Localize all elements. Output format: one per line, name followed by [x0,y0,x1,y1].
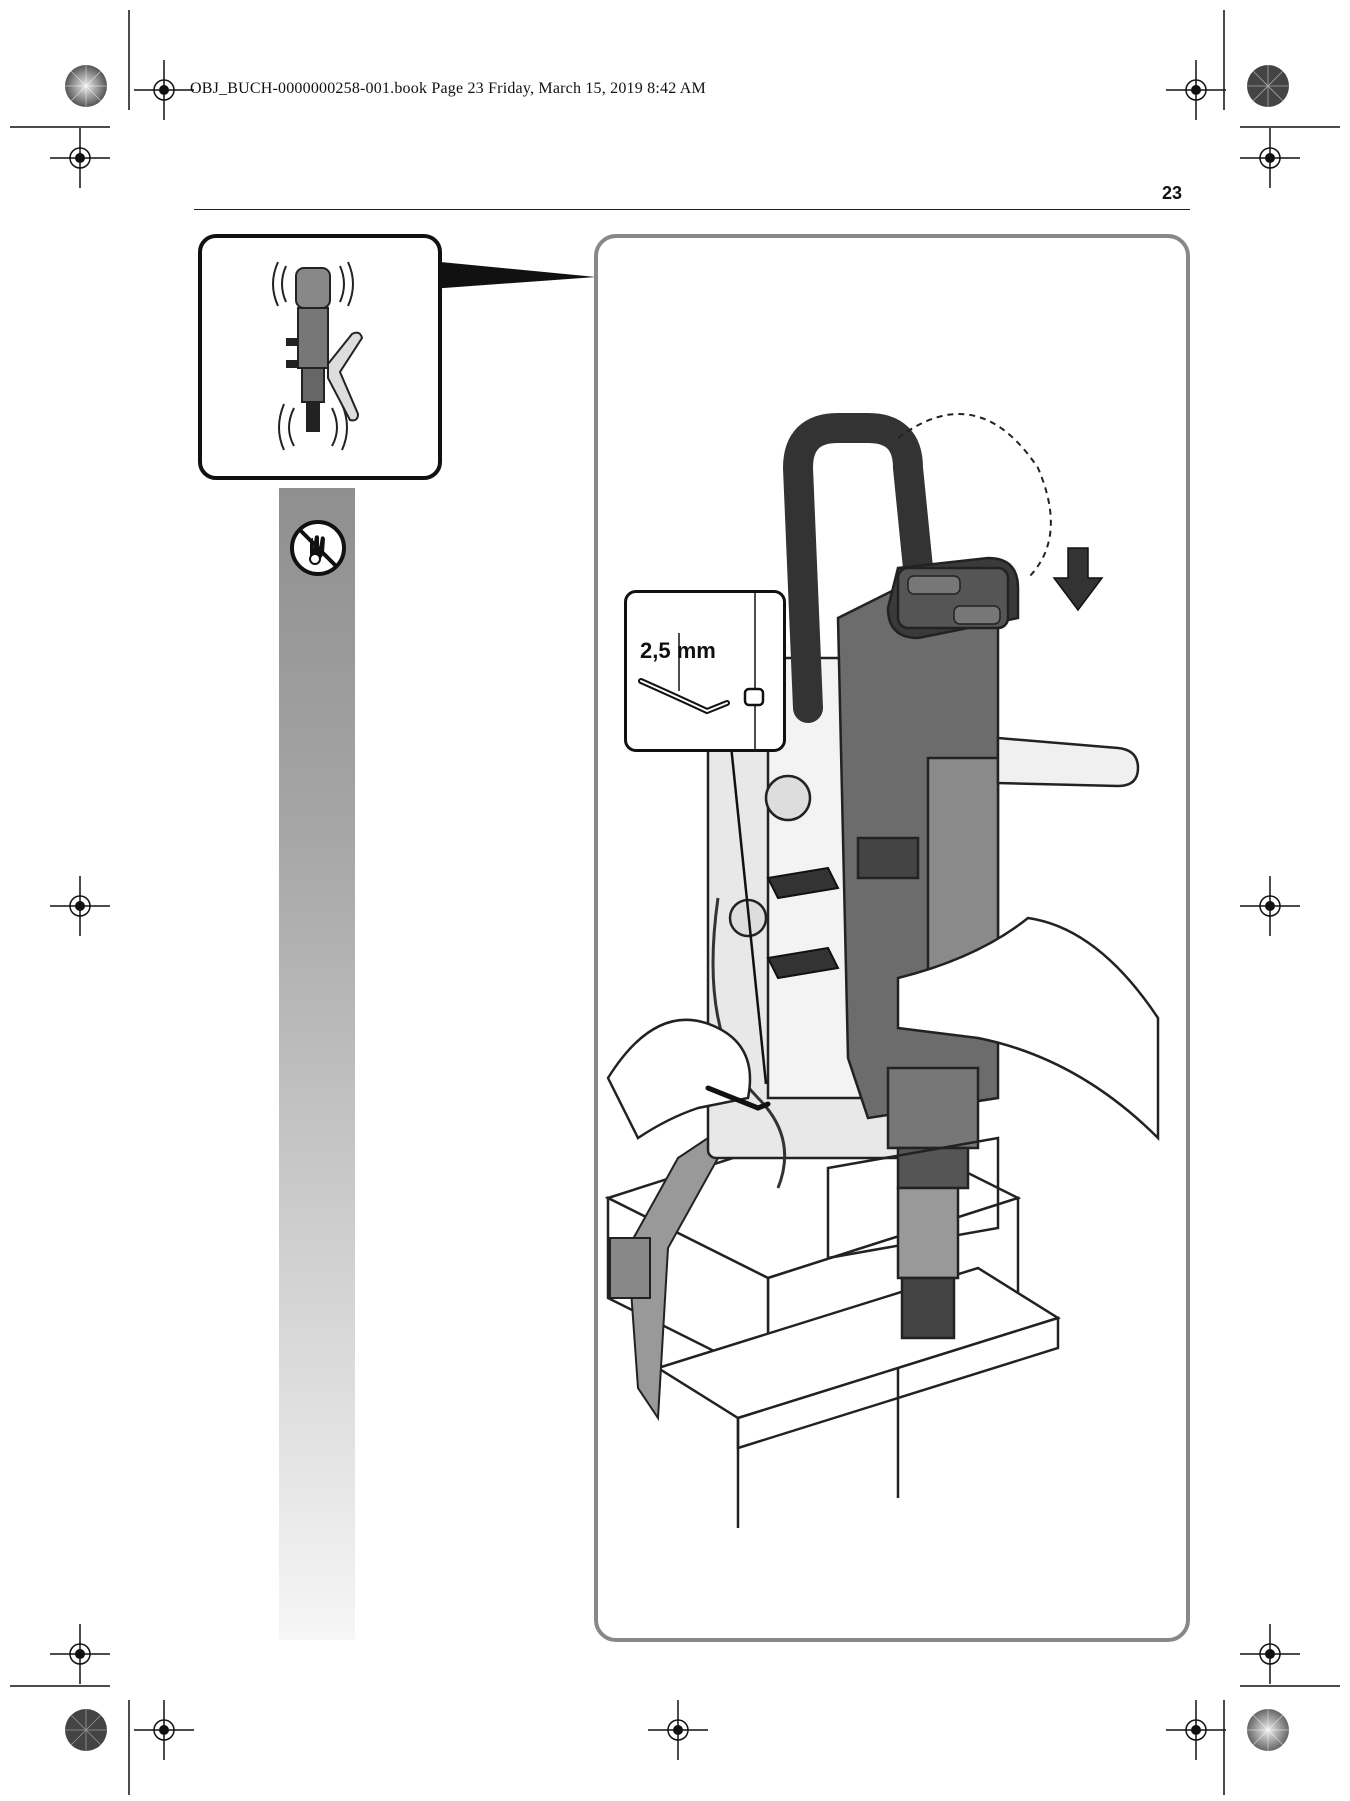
control-panel [907,575,1001,625]
crosshair-registration-icon [50,876,110,936]
feed-handle [996,736,1140,788]
inset-connector [430,261,596,289]
hex-key-size-label: 2,5 mm [640,638,716,663]
annular-cutter [826,1066,1000,1340]
hex-key-callout [624,590,786,752]
crosshair-registration-icon [1166,60,1226,120]
hex-key [705,1085,771,1111]
motion-path [897,413,1052,579]
print-file-info: OBJ_BUCH-0000000258-001.book Page 23 Fri… [190,80,706,97]
registration-color-wheel-icon [65,1709,107,1751]
page-number: 23 [1162,183,1183,203]
crosshair-registration-icon [648,1700,708,1760]
crosshair-registration-icon [1240,1624,1300,1684]
arbor-detail-inset [198,234,442,480]
crosshair-registration-icon [50,128,110,188]
registration-color-wheel-icon [65,65,107,107]
crosshair-registration-icon [1240,128,1300,188]
header-rule [194,209,1190,210]
crosshair-registration-icon [1240,876,1300,936]
down-arrow-icon [1052,547,1104,612]
clamp-levers [766,866,840,980]
crosshair-registration-icon [1166,1700,1226,1760]
registration-color-wheel-icon [1247,65,1289,107]
crosshair-registration-icon [134,1700,194,1760]
side-gradient-bar [279,488,355,1640]
registration-color-wheel-icon [1247,1709,1289,1751]
crosshair-registration-icon [134,60,194,120]
crosshair-registration-icon [50,1624,110,1684]
magnetic-drill-illustration [604,413,1160,1528]
cable-handle [782,413,933,723]
hex-key-callout-illustration [638,593,765,749]
arbor-detail-illustration [272,261,364,451]
main-illustration-panel [594,234,1190,1642]
no-touch-warning-icon [290,520,346,576]
hands [606,916,1160,1142]
